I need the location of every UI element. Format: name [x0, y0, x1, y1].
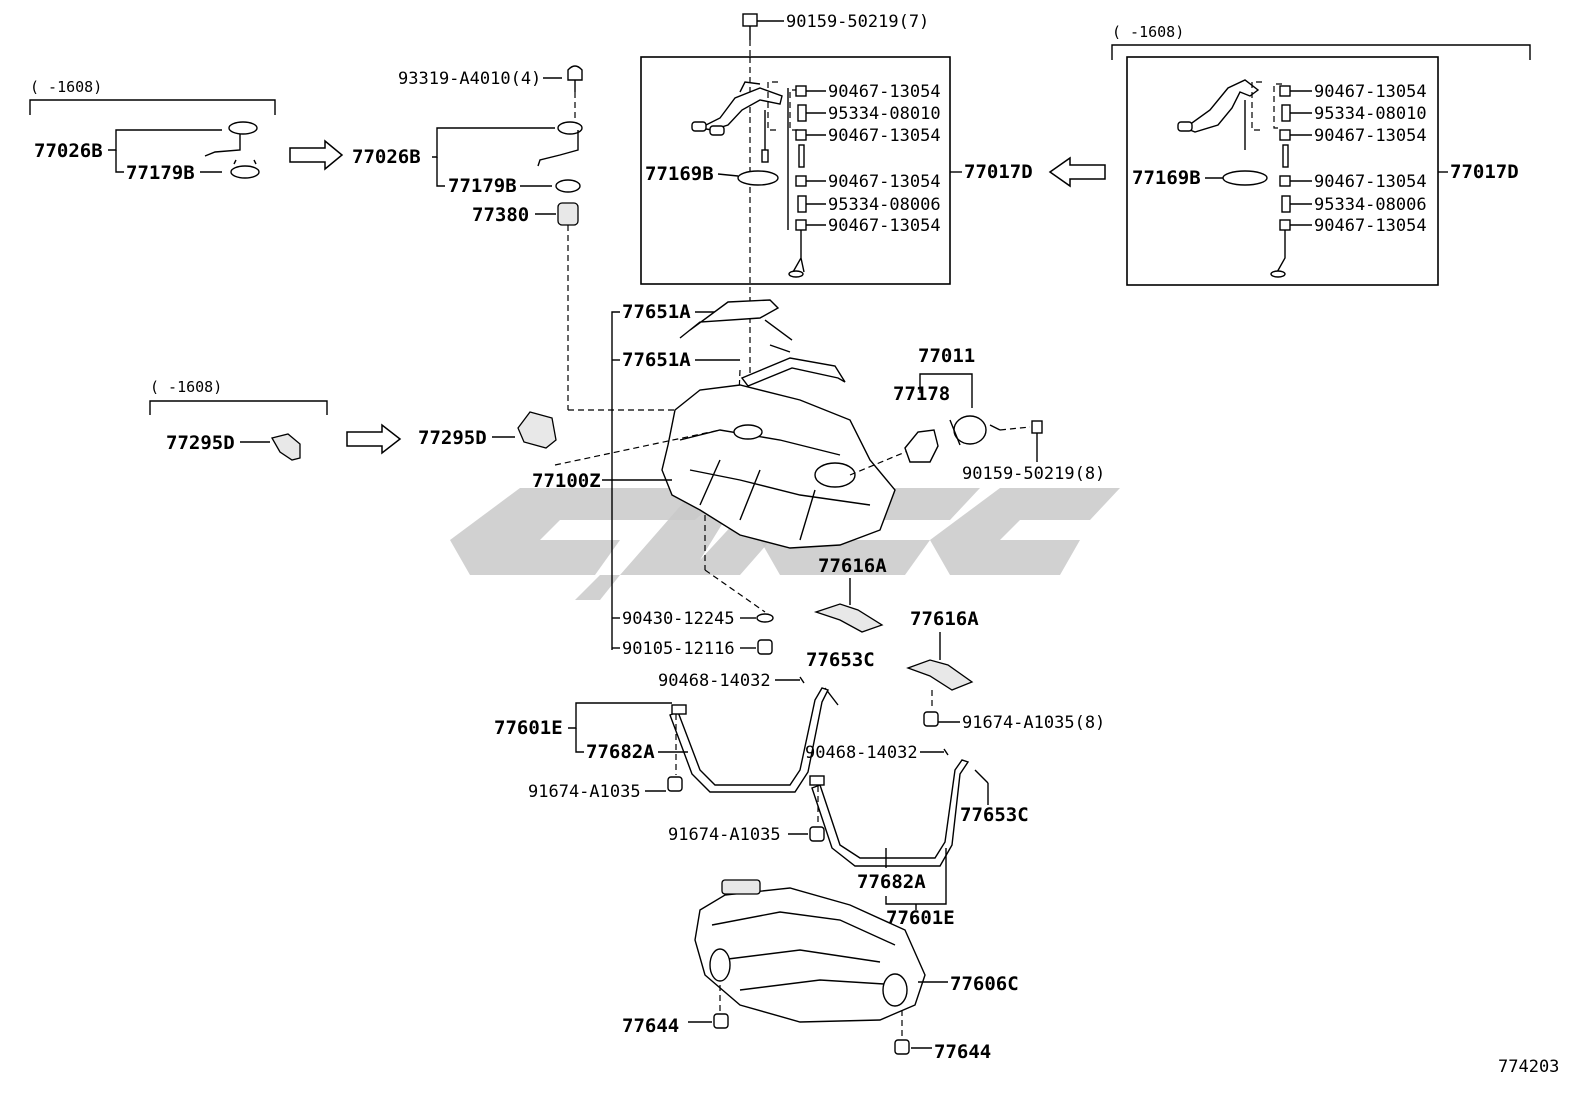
part-label: 93319-A4010(4) — [398, 69, 541, 89]
part-label: 77026B — [34, 140, 103, 162]
part-label: 90430-12245 — [622, 609, 735, 629]
group-drain: 90430-12245 90105-12116 — [612, 609, 774, 659]
part-label: 95334-08006 — [828, 195, 941, 215]
part-label: 77651A — [622, 349, 691, 371]
assembly-box-77017D-old: ( -1608) 77169B 90467-13054 95334-08010 … — [1111, 23, 1531, 286]
part-label: 77179B — [126, 162, 195, 184]
part-label: 77616A — [818, 555, 887, 577]
part-label: 90467-13054 — [1314, 172, 1427, 192]
part-label: 90159-50219(7) — [786, 12, 929, 32]
part-label: 90159-50219(8) — [962, 464, 1105, 484]
part-label: 95334-08006 — [1314, 195, 1427, 215]
part-label: 90468-14032 — [658, 671, 771, 691]
part-label: 90467-13054 — [828, 82, 941, 102]
group-77026B-left: 77026B 77179B — [34, 121, 260, 184]
part-label: 77644 — [622, 1015, 679, 1037]
part-label: 77178 — [893, 383, 950, 405]
part-label: 77011 — [918, 345, 975, 367]
range-label: ( -1608) — [150, 378, 222, 396]
part-label: 90467-13054 — [1314, 216, 1427, 236]
range-label: ( -1608) — [30, 78, 102, 96]
part-label: 90467-13054 — [828, 172, 941, 192]
part-label: 77380 — [472, 204, 529, 226]
part-label: 91674-A1035 — [668, 825, 781, 845]
part-label: 77682A — [586, 741, 655, 763]
part-label: 90468-14032 — [805, 743, 918, 763]
part-label: 77295D — [418, 427, 487, 449]
part-label: 77017D — [1450, 161, 1519, 183]
fuel-tank-77100Z: 77100Z — [532, 384, 916, 613]
part-label: 77651A — [622, 301, 691, 323]
part-label: 77295D — [166, 432, 235, 454]
part-label: 77644 — [934, 1041, 991, 1063]
group-77026B-mid: 93319-A4010(4) 77026B 77179B 77380 — [352, 65, 720, 411]
range-bracket-top-left: ( -1608) — [29, 78, 276, 115]
part-label: 77100Z — [532, 470, 601, 492]
part-label: 90467-13054 — [1314, 82, 1427, 102]
range-label: ( -1608) — [1112, 23, 1184, 41]
part-label: 95334-08010 — [1314, 104, 1427, 124]
part-label: 77601E — [494, 717, 563, 739]
part-label: 91674-A1035(8) — [962, 713, 1105, 733]
protector-77606C: 77606C 77644 77644 — [622, 879, 1019, 1063]
part-label: 91674-A1035 — [528, 782, 641, 802]
group-77011: 77011 77178 90159-50219(8) — [893, 345, 1105, 484]
part-label: 77179B — [448, 175, 517, 197]
part-label: 90105-12116 — [622, 639, 735, 659]
bolt-top: 90159-50219(7) — [742, 12, 929, 60]
part-label: 77026B — [352, 146, 421, 168]
part-label: 77606C — [950, 973, 1019, 995]
part-label: 90467-13054 — [828, 216, 941, 236]
part-label: 90467-13054 — [1314, 126, 1427, 146]
part-label: 77616A — [910, 608, 979, 630]
part-label: 77601E — [886, 907, 955, 929]
part-label: 77653C — [960, 804, 1029, 826]
part-label: 77169B — [1132, 167, 1201, 189]
part-label: 77017D — [964, 161, 1033, 183]
arrow-left-1 — [1048, 156, 1106, 188]
group-77601E-upper: 90468-14032 77653C 77601E 77682A 91674-A… — [494, 649, 875, 802]
arrow-right-1 — [289, 139, 344, 171]
figure-id: 774203 — [1498, 1057, 1559, 1077]
part-label: 77682A — [857, 871, 926, 893]
group-77295D: ( -1608) 77295D 77295D — [149, 378, 557, 461]
group-77601E-lower: 90468-14032 77653C 91674-A1035 77682A 77… — [668, 743, 1029, 929]
part-label: 77653C — [806, 649, 875, 671]
assembly-box-77017D: 77169B 90467-13054 95334-08010 90467-130… — [640, 56, 1033, 420]
part-label: 90467-13054 — [828, 126, 941, 146]
group-77616A: 77616A 77616A 91674-A1035(8) — [813, 555, 1105, 733]
part-label: 77169B — [645, 163, 714, 185]
group-77651A: 77651A 77651A — [611, 299, 846, 650]
part-label: 95334-08010 — [828, 104, 941, 124]
